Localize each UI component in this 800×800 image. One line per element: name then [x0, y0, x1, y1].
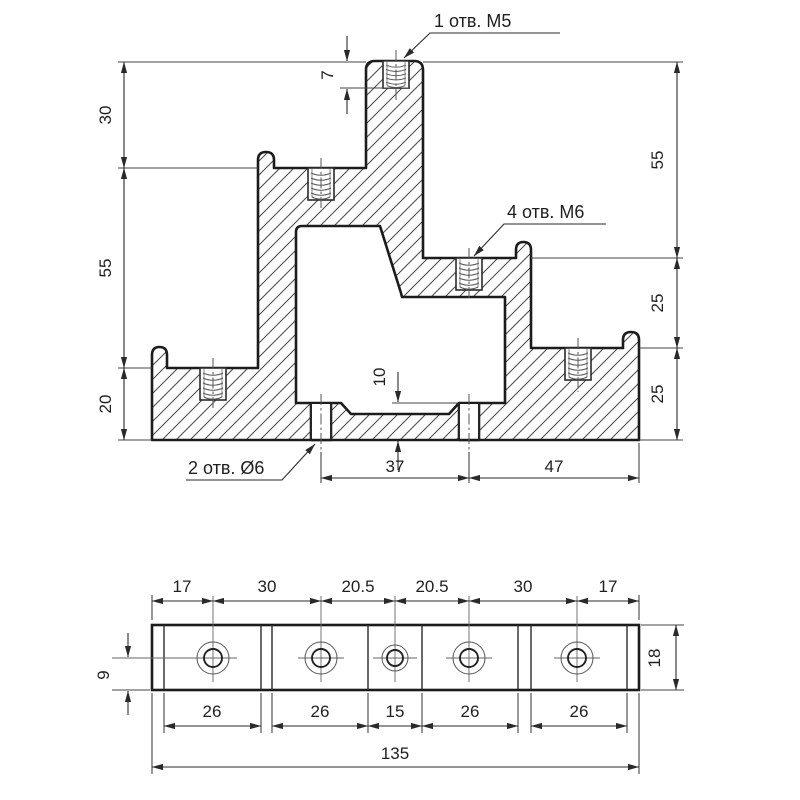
tapped-hole-m5	[382, 50, 410, 100]
dim-top-17a: 17	[173, 577, 192, 596]
through-hole-right	[458, 394, 480, 452]
dim-right-25b: 25	[648, 385, 667, 404]
section-leaders	[186, 32, 606, 481]
section-view: 30 55 20 55 25 25 7 10 37 47 1 отв. M5 4…	[96, 11, 683, 483]
part-body-section	[150, 59, 641, 442]
plan-holes	[112, 596, 600, 682]
tapped-hole-m6-right-mid	[455, 248, 483, 300]
dim-left-30: 30	[96, 106, 115, 125]
plan-view: 17 30 20.5 20.5 30 17 26 26 15 26 26 135…	[94, 577, 684, 774]
plan-dimension-labels: 17 30 20.5 20.5 30 17 26 26 15 26 26 135…	[94, 577, 664, 763]
hole-1	[196, 641, 230, 675]
plan-division-lines	[163, 625, 628, 690]
plan-extension-lines	[112, 595, 684, 774]
dim-135: 135	[381, 744, 409, 763]
dim-right-55: 55	[648, 151, 667, 170]
dim-9: 9	[94, 670, 113, 679]
section-dimension-labels: 30 55 20 55 25 25 7 10 37 47 1 отв. M5 4…	[96, 11, 667, 478]
dim-bot-26c: 26	[461, 702, 480, 721]
hole-5	[560, 641, 594, 675]
hole-2	[304, 641, 338, 675]
dim-left-20: 20	[96, 395, 115, 414]
dim-37: 37	[386, 457, 405, 476]
dim-bot-26b: 26	[311, 702, 330, 721]
section-extension-lines	[118, 61, 683, 483]
dim-bot-26d: 26	[570, 702, 589, 721]
tapped-hole-m6-left-mid	[307, 158, 335, 210]
dim-bot-15: 15	[386, 702, 405, 721]
dim-top-17b: 17	[599, 577, 618, 596]
section-dimension-lines	[120, 36, 681, 482]
hole-4	[452, 641, 486, 675]
dim-top-30a: 30	[258, 577, 277, 596]
tapped-hole-m6-right-bottom	[564, 338, 592, 392]
tapped-hole-m6-left-bottom	[199, 358, 227, 410]
dim-top-205b: 20.5	[415, 577, 448, 596]
dim-18: 18	[645, 649, 664, 668]
dim-top-205a: 20.5	[341, 577, 374, 596]
through-hole-left	[310, 394, 332, 452]
hole-3-center	[381, 644, 409, 672]
note-m6: 4 отв. M6	[507, 202, 584, 222]
dim-10: 10	[370, 368, 389, 387]
dim-47: 47	[545, 457, 564, 476]
dim-7: 7	[318, 70, 337, 79]
dim-bot-26a: 26	[203, 702, 222, 721]
plan-dimension-lines	[124, 597, 680, 771]
note-d6: 2 отв. Ø6	[188, 458, 264, 478]
plan-outline	[150, 623, 641, 692]
dim-right-25a: 25	[648, 294, 667, 313]
dim-left-55: 55	[96, 259, 115, 278]
dim-top-30b: 30	[514, 577, 533, 596]
note-m5: 1 отв. M5	[434, 11, 511, 31]
